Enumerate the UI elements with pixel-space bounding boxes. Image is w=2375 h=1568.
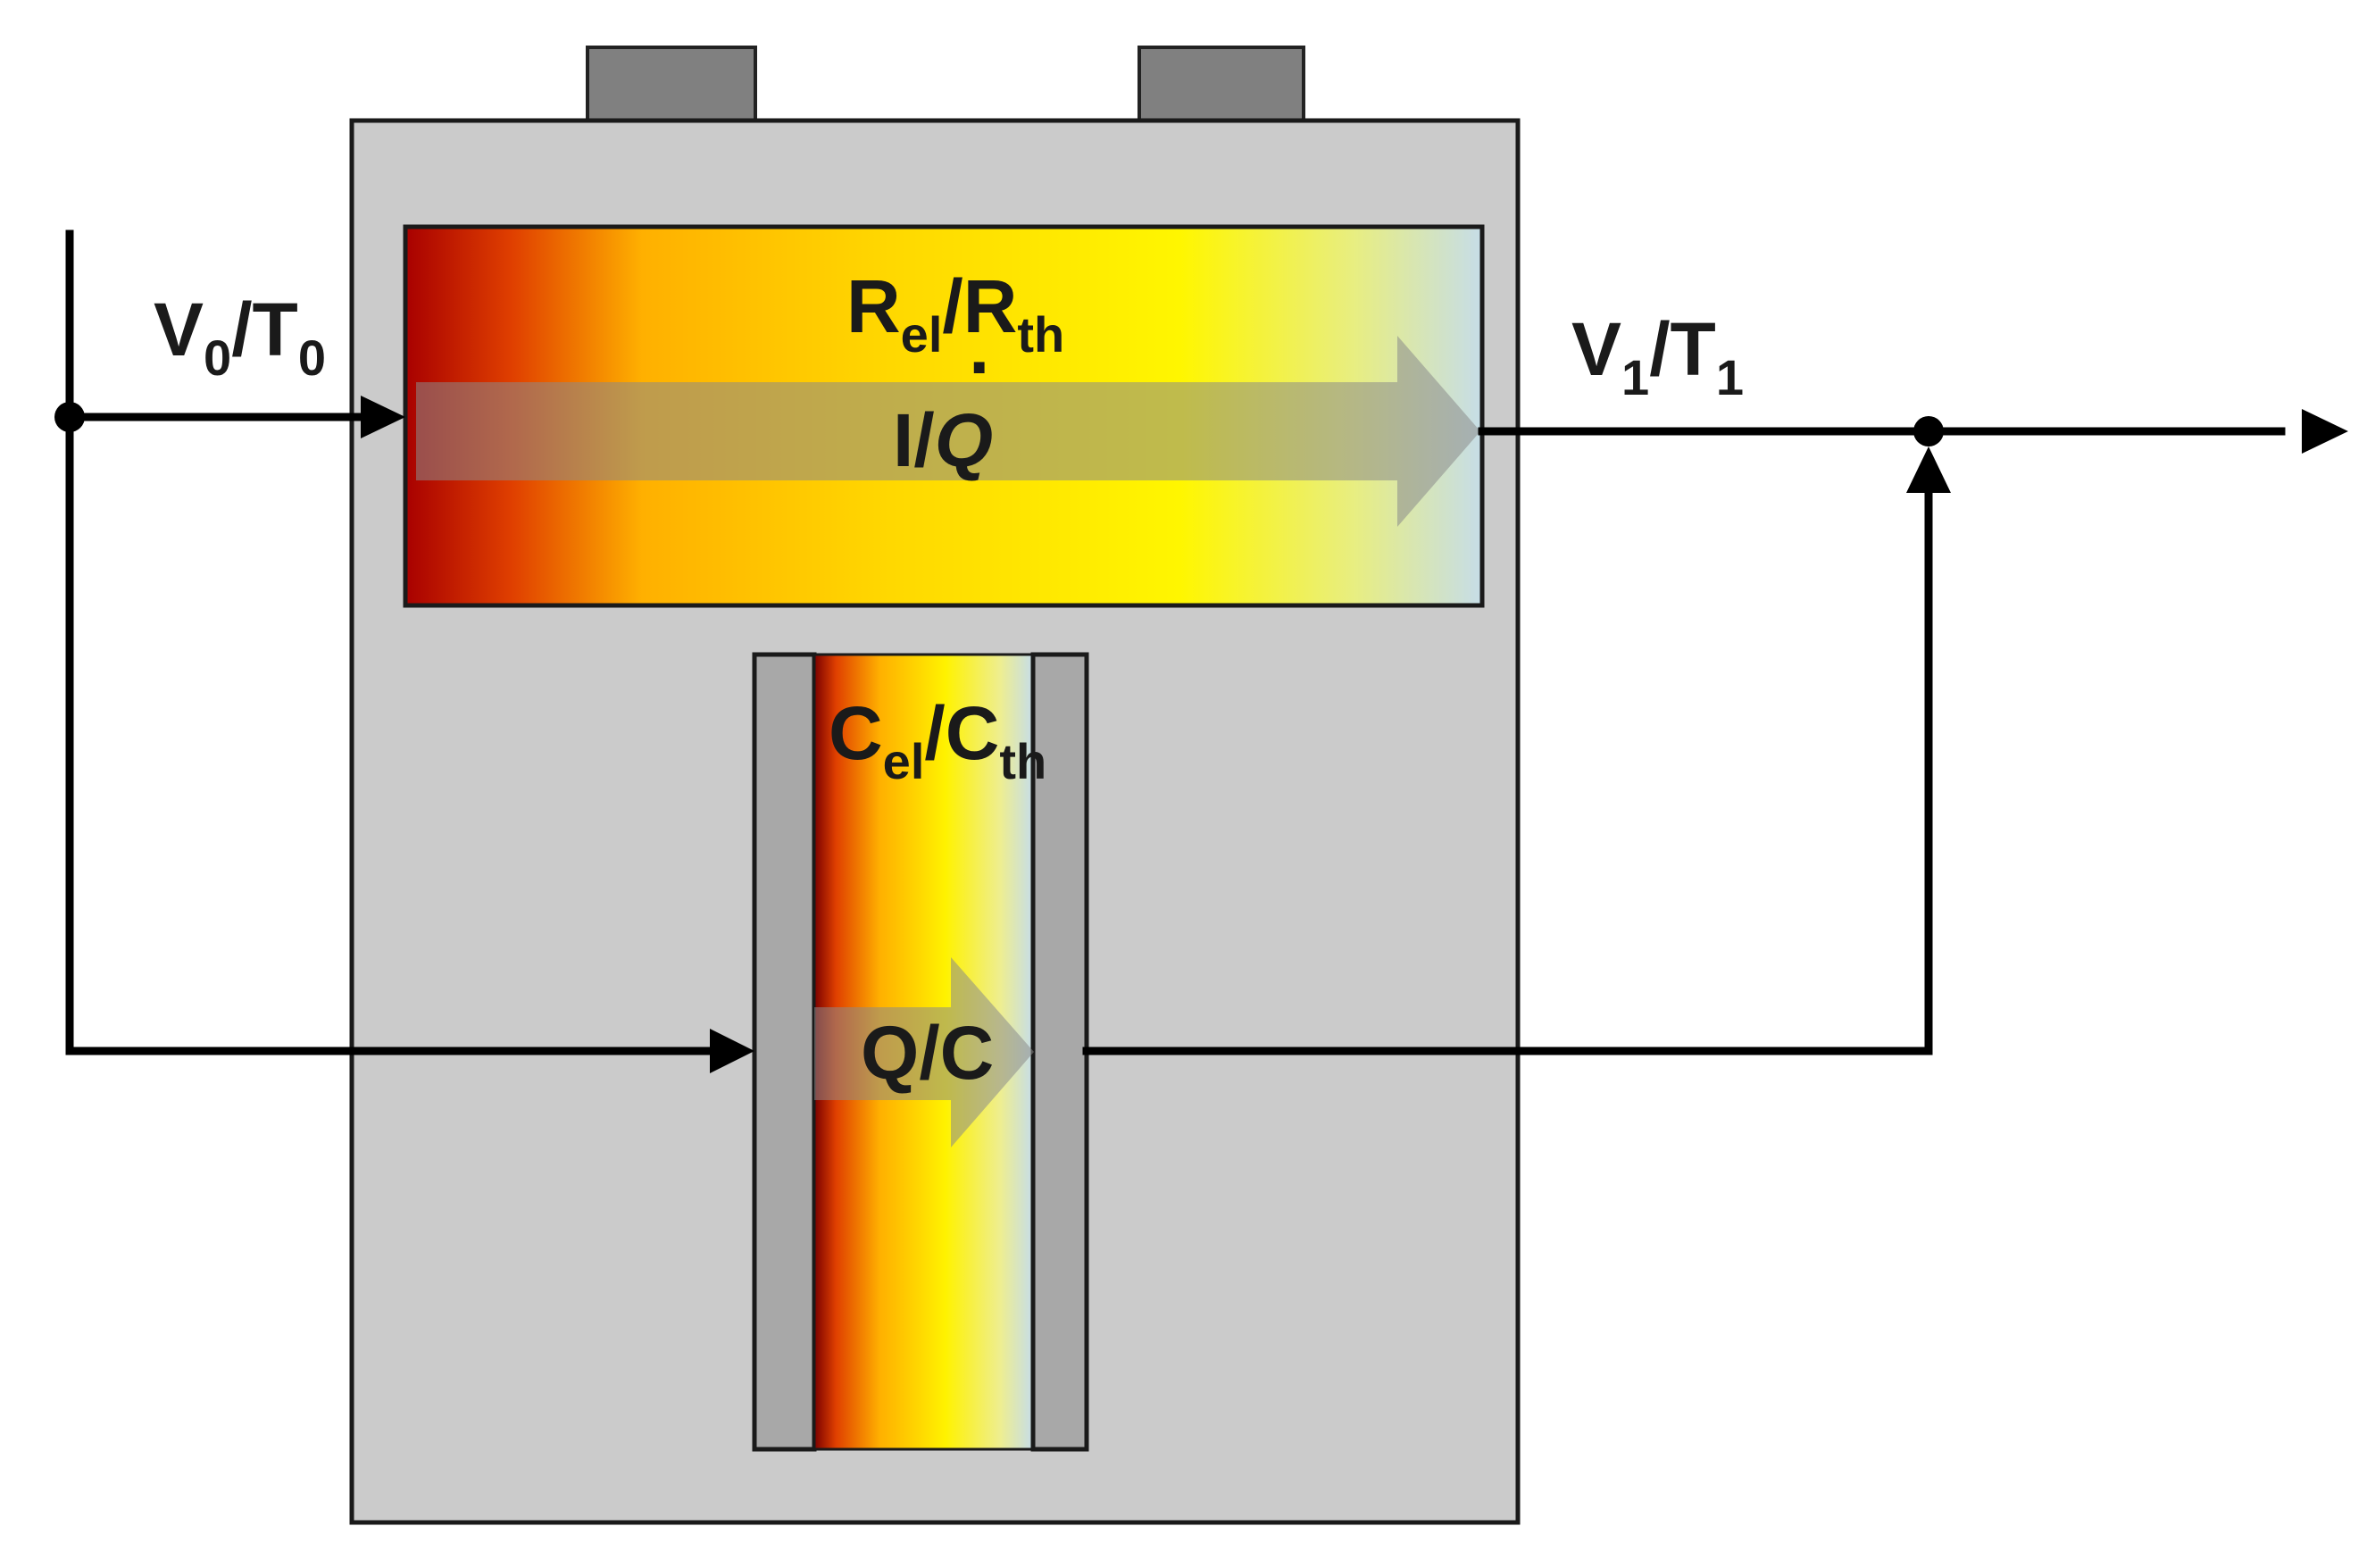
terminal-left xyxy=(586,46,757,128)
output-arrowhead xyxy=(2302,409,2348,454)
terminal-right xyxy=(1138,46,1305,128)
output-node xyxy=(1913,416,1944,446)
output-label: V1/T1 xyxy=(1571,307,1744,405)
capacitor-label: Cel/Cth xyxy=(829,691,1046,789)
charge-arrow xyxy=(814,957,1034,1147)
heat-flow-arrow xyxy=(416,336,1480,527)
input-top-arrowhead xyxy=(361,396,405,438)
resistor-label: Rel/Rth xyxy=(846,264,1064,363)
output-vertical-arrowhead xyxy=(1906,446,1951,493)
charge-label: Q/C xyxy=(861,1011,994,1095)
heat-flow-label: I/Q xyxy=(893,398,993,482)
capacitor-plate-left xyxy=(752,652,817,1452)
input-label: V0/T0 xyxy=(154,288,326,386)
qdot-dot: · xyxy=(969,325,994,409)
input-bottom-arrowhead xyxy=(710,1029,754,1073)
input-node xyxy=(54,402,85,432)
